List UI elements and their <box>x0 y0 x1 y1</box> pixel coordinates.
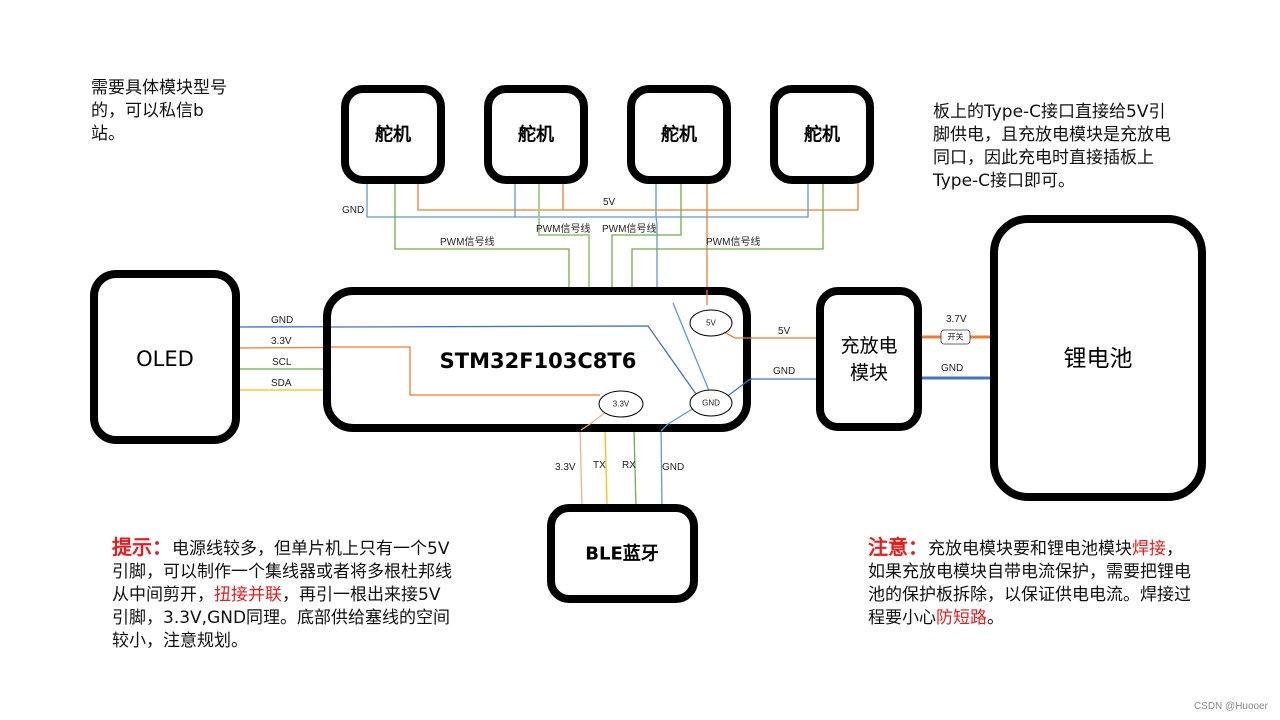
mcu-5v-pin: 5V <box>689 309 733 337</box>
charger-module: 充放电 模块 <box>816 287 922 431</box>
oled-label: OLED <box>136 347 194 371</box>
ble-module: BLE蓝牙 <box>547 504 698 603</box>
battery-gnd-label: GND <box>941 363 963 374</box>
servo-3-label: 舵机 <box>661 124 697 146</box>
note-warning: 注意：充放电模块要和锂电池模块焊接，如果充放电模块自带电流保护，需要把锂电池的保… <box>868 536 1194 630</box>
ble-tx-label: TX <box>593 460 606 471</box>
pwm-label-1: PWM信号线 <box>440 235 494 248</box>
battery-module: 锂电池 <box>990 215 1206 501</box>
note-warning-highlight-1: 焊接 <box>1132 539 1166 559</box>
pwm-wire-3 <box>611 180 682 290</box>
oled-gnd-label: GND <box>271 315 293 326</box>
oled-33v-label: 3.3V <box>271 336 292 347</box>
servo-gnd-link <box>655 216 658 225</box>
note-tip-text-2: ，再引一根出来接5V引脚，3.3V,GND同理。底部供给塞线的空间较小，注意规划… <box>112 585 451 651</box>
oled-gnd-inside <box>330 325 697 395</box>
oled-sda-label: SDA <box>271 378 292 389</box>
switch-label: 开关 <box>948 332 964 342</box>
battery-label: 锂电池 <box>1064 346 1133 372</box>
note-tip-text-1: 电源线较多，但单片机上只有一个5V引脚，可以制作一个集线器或者将多根杜邦线从中间… <box>112 539 452 605</box>
ble-rx-label: RX <box>622 460 636 471</box>
note-tip-title: 提示： <box>112 535 172 559</box>
charger-label-line2: 模块 <box>850 362 888 384</box>
watermark: CSDN @Huooer <box>1193 701 1268 712</box>
pwm-label-2: PWM信号线 <box>536 222 590 235</box>
charger-gnd-inside <box>724 378 753 399</box>
charger-label-line1: 充放电 <box>840 335 897 357</box>
servo-gnd-bus <box>366 180 809 218</box>
pwm-label-4: PWM信号线 <box>706 235 760 248</box>
note-tip: 提示：电源线较多，但单片机上只有一个5V引脚，可以制作一个集线器或者将多根杜邦线… <box>112 536 454 653</box>
servo-2-label: 舵机 <box>518 124 554 146</box>
note-contact: 需要具体模块型号的，可以私信b站。 <box>91 78 227 144</box>
pwm-label-3: PWM信号线 <box>602 222 656 235</box>
ble-tx-wire <box>604 427 608 509</box>
ble-label: BLE蓝牙 <box>585 544 659 565</box>
note-warning-text-1: 充放电模块要和锂电池模块 <box>928 539 1132 559</box>
servo-4-label: 舵机 <box>804 124 840 146</box>
servo-gnd-label: GND <box>342 205 364 216</box>
servo-3: 舵机 <box>627 85 731 184</box>
mcu-33v-pin-label: 3.3V <box>613 400 630 409</box>
pwm-wire-4 <box>631 180 824 290</box>
note-warning-text-2: ，如果充放电模块自带电流保护，需要把锂电池的保护板拆除，以保证供电电流。焊接过程… <box>868 539 1191 628</box>
oled-scl-label: SCL <box>272 357 292 368</box>
power-switch[interactable] <box>940 329 971 345</box>
note-tip-highlight: 扭接并联 <box>214 585 282 605</box>
servo-5v-label: 5V <box>603 197 616 208</box>
oled-module: OLED <box>90 270 240 444</box>
mcu-gnd-pin-label: GND <box>702 399 720 408</box>
note-typec: 板上的Type-C接口直接给5V引脚供电，且充放电模块是充放电同口，因此充电时直… <box>933 102 1171 191</box>
ble-33v-inside <box>580 410 608 431</box>
ble-rx-wire <box>633 427 637 509</box>
note-warning-text-3: 。 <box>987 608 1004 628</box>
note-warning-highlight-2: 防短路 <box>936 608 987 628</box>
mcu-5v-pin-label: 5V <box>706 319 716 328</box>
oled-33v-inside <box>331 346 600 396</box>
servo-1-label: 舵机 <box>375 124 411 146</box>
pwm-wire-2 <box>538 180 590 290</box>
charger-5v-inside <box>721 330 752 339</box>
gnd-through-mcu <box>672 302 713 399</box>
servo-2: 舵机 <box>484 85 588 184</box>
mcu-33v-pin: 3.3V <box>598 390 644 418</box>
charger-5v-label: 5V <box>778 326 791 337</box>
servo-5v-bus <box>417 180 859 211</box>
charger-gnd-label: GND <box>773 366 795 377</box>
mcu-label: STM32F103C8T6 <box>440 349 637 373</box>
mcu-module: STM32F103C8T6 <box>323 287 751 432</box>
pwm-wire-1 <box>394 180 570 290</box>
ble-33v-label: 3.3V <box>555 462 576 473</box>
note-warning-title: 注意： <box>868 535 928 559</box>
servo-1: 舵机 <box>341 85 445 184</box>
servo-4: 舵机 <box>770 85 874 184</box>
battery-37v-label: 3.7V <box>946 314 967 325</box>
ble-gnd-inside <box>660 407 695 432</box>
mcu-gnd-pin: GND <box>689 389 733 417</box>
ble-gnd-label: GND <box>662 462 684 473</box>
